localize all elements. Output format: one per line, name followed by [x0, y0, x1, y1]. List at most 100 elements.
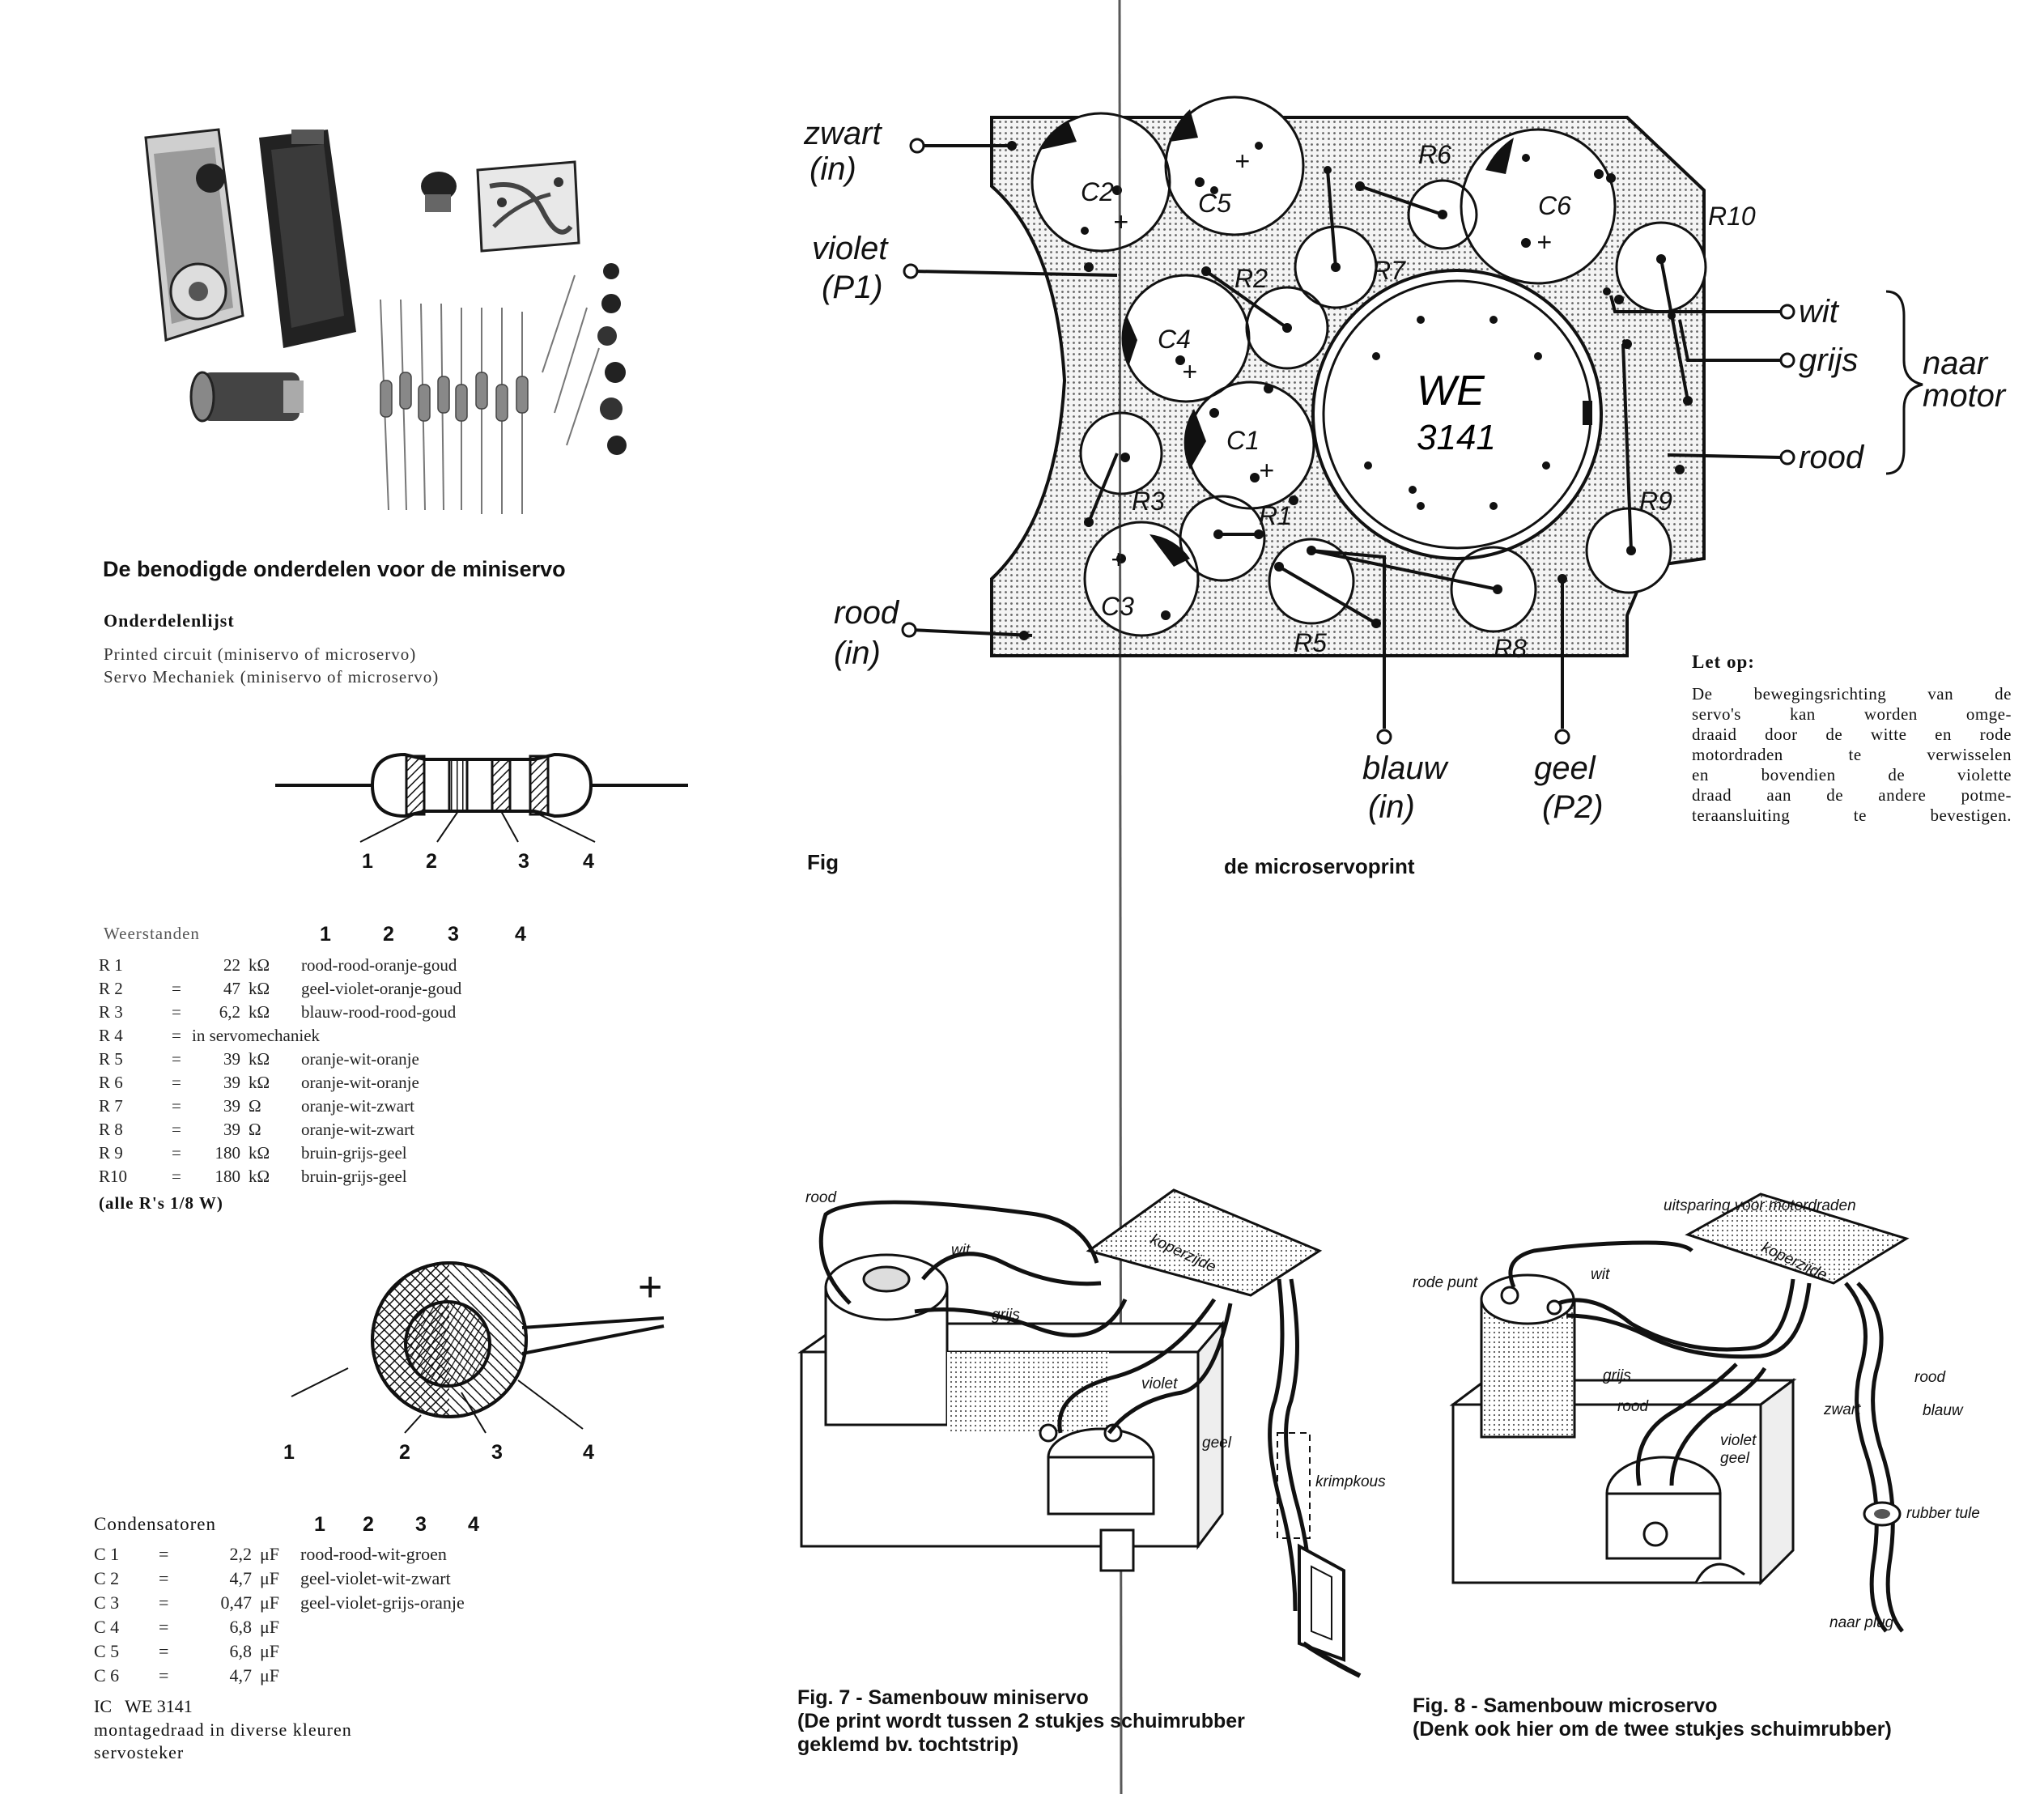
capacitors-photo — [542, 263, 627, 455]
resistor-value: 47 — [223, 979, 240, 998]
servo-case-open — [144, 128, 244, 342]
pcb-plus-c3: + — [1111, 545, 1126, 574]
capacitor-eq: = — [159, 1641, 169, 1661]
capacitor-extra: montagedraad in diverse kleuren — [94, 1720, 352, 1740]
fig8-caption: (Denk ook hier om de twee stukjes schuim… — [1413, 1718, 1892, 1741]
capacitor-value: 6,8 — [229, 1617, 253, 1637]
capacitor-unit: μF — [260, 1641, 280, 1661]
fig7-label-krimpkous: krimpkous — [1315, 1473, 1386, 1490]
capacitor-label: 1 — [283, 1441, 295, 1464]
wire-label-naar: naar — [1923, 346, 1989, 381]
pcb-photo — [476, 160, 580, 253]
fig8-label-rubber-tule: rubber tule — [1906, 1505, 1980, 1522]
fig7-label-rood: rood — [805, 1189, 837, 1206]
pcb-plus-c1: + — [1259, 456, 1274, 485]
pcb-caption: de microservoprint — [1224, 854, 1415, 878]
resistor-ref: R 2 — [99, 979, 123, 998]
wire-label-geel: geel — [1534, 750, 1596, 786]
wire-label-blauw: blauw — [1362, 750, 1450, 786]
resistor-unit: kΩ — [249, 955, 270, 975]
capacitor-unit: μF — [260, 1544, 280, 1564]
fig8-label-violet: violet — [1720, 1432, 1757, 1449]
wire-label-wit: wit — [1799, 294, 1840, 329]
capacitor-unit: μF — [260, 1665, 280, 1686]
capacitor-ref: C 6 — [94, 1665, 120, 1686]
resistor-value: 180 — [215, 1167, 241, 1186]
fig8-label-blauw: blauw — [1923, 1402, 1964, 1419]
note-line: servo's kan worden omge- — [1692, 704, 2012, 724]
fig8-label-rood: rood — [1617, 1398, 1649, 1415]
resistor-band-label: 4 — [583, 850, 594, 873]
capacitor-eq: = — [159, 1592, 169, 1613]
note-line: teraansluiting te bevestigen. — [1692, 806, 2012, 825]
capacitor-eq: = — [159, 1544, 169, 1564]
resistor-code: in servomechaniek — [192, 1026, 321, 1045]
resistor-ref: R 9 — [99, 1143, 123, 1163]
capacitor-ref: C 1 — [94, 1544, 120, 1564]
resistor-unit: Ω — [249, 1096, 261, 1116]
fig7-caption: Fig. 7 - Samenbouw miniservo — [797, 1686, 1089, 1709]
capacitor-eq: = — [159, 1665, 169, 1686]
resistor-unit: kΩ — [249, 1167, 270, 1186]
capacitor-eq: = — [159, 1617, 169, 1637]
parts-list-item: Servo Mechaniek (miniservo of microservo… — [104, 667, 440, 687]
note-line: draad aan de andere potme- — [1692, 785, 2012, 805]
pcb-fig-label: Fig — [807, 850, 839, 874]
parts-list-item: Printed circuit (miniservo of microservo… — [104, 644, 417, 664]
capacitor-table-band-header: 4 — [468, 1513, 479, 1536]
resistor-value: 6,2 — [219, 1002, 240, 1022]
wire-label-blauw-sub: (in) — [1368, 789, 1415, 825]
capacitor-table-band-header: 1 — [314, 1513, 325, 1536]
fig8-label-geel: geel — [1720, 1450, 1750, 1467]
pcb-label-r9: R9 — [1639, 487, 1672, 516]
resistor-unit: Ω — [249, 1120, 261, 1139]
resistor-table-band-header: 1 — [320, 923, 331, 946]
resistor-ref: R 3 — [99, 1002, 123, 1022]
resistor-eq: = — [172, 1167, 181, 1186]
resistor-value: 39 — [223, 1073, 240, 1092]
resistor-eq: = — [172, 1026, 181, 1045]
wire-label-violet: violet — [812, 231, 889, 266]
wire-label-motor: motor — [1923, 378, 2007, 414]
wire-label-grijs: grijs — [1799, 342, 1858, 378]
capacitor-code: rood-rood-wit-groen — [300, 1544, 447, 1564]
resistor-eq: = — [172, 1002, 181, 1022]
pcb-label-r3: R3 — [1132, 487, 1165, 516]
resistor-unit: kΩ — [249, 1049, 270, 1069]
resistor-unit: kΩ — [249, 979, 270, 998]
potmeter — [421, 172, 457, 212]
motor — [189, 371, 304, 423]
wire-label-violet-sub: (P1) — [822, 270, 883, 305]
resistor-unit: kΩ — [249, 1002, 270, 1022]
resistor-code: oranje-wit-oranje — [301, 1049, 419, 1069]
pcb-plus-c4: + — [1182, 357, 1197, 386]
resistor-code: oranje-wit-zwart — [301, 1096, 414, 1116]
capacitor-value: 4,7 — [229, 1568, 253, 1588]
wire-label-rood-motor: rood — [1799, 440, 1865, 475]
capacitor-value: 6,8 — [229, 1641, 253, 1661]
capacitor-label: 2 — [399, 1441, 410, 1464]
pcb-plus-c6: + — [1536, 227, 1552, 257]
resistor-ref: R 4 — [99, 1026, 123, 1045]
note-line: De bewegingsrichting van de — [1692, 684, 2012, 704]
resistor-ref: R 6 — [99, 1073, 123, 1092]
fig8-label-wit: wit — [1591, 1266, 1610, 1283]
pcb-label-c4: C4 — [1158, 325, 1191, 354]
wire-label-zwart-sub: (in) — [810, 151, 856, 187]
resistor-eq: = — [172, 1073, 181, 1092]
resistor-row: R 4 = in servomechaniek — [99, 1026, 601, 1047]
fig7-label-geel: geel — [1202, 1435, 1232, 1452]
pcb-label-r1: R1 — [1259, 501, 1292, 530]
pcb-label-c1: C1 — [1226, 426, 1260, 455]
capacitor-unit: μF — [260, 1617, 280, 1637]
